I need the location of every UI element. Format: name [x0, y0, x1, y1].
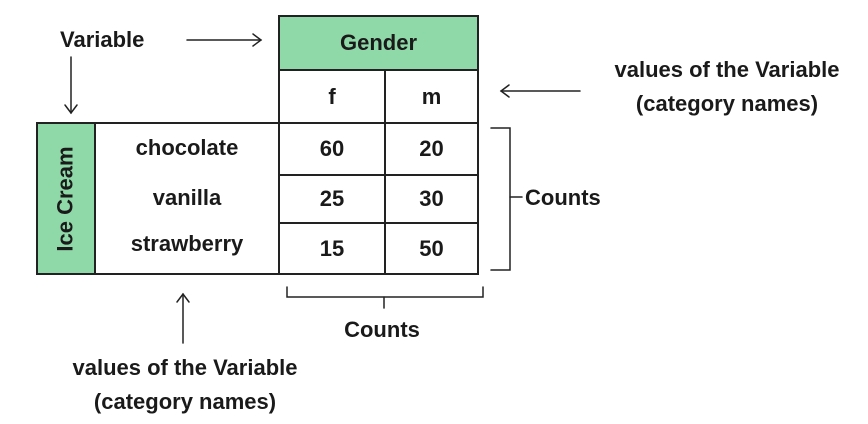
right-bracket-icon — [490, 127, 523, 271]
arrow-right-icon — [186, 33, 263, 47]
row-variable-header: Ice Cream — [36, 122, 96, 275]
count-value: 30 — [419, 186, 444, 211]
values-label-bottom-line1: values of the Variable — [72, 355, 298, 380]
count-cell-strawberry-f: 15 — [278, 222, 386, 275]
variable-label: Variable — [60, 27, 145, 52]
row-name-chocolate: chocolate — [135, 135, 239, 160]
count-value: 15 — [319, 235, 345, 261]
counts-label-right: Counts — [525, 185, 601, 210]
column-header-m: m — [384, 69, 479, 124]
count-cell-vanilla-f: 25 — [278, 174, 386, 224]
count-cell-chocolate-f: 60 — [278, 122, 386, 176]
arrow-left-icon — [499, 84, 581, 98]
count-value: 20 — [419, 136, 444, 161]
values-label-top-line2: (category names) — [635, 91, 819, 116]
count-value: 50 — [419, 235, 444, 261]
count-cell-strawberry-m: 50 — [384, 222, 479, 275]
count-value: 60 — [319, 136, 345, 161]
column-header-label: f — [328, 83, 336, 109]
arrow-down-icon — [64, 56, 78, 115]
count-cell-vanilla-m: 30 — [384, 174, 479, 224]
counts-label-bottom: Counts — [344, 317, 420, 342]
row-name-vanilla: vanilla — [152, 185, 222, 210]
values-label-top-line1: values of the Variable — [614, 57, 840, 82]
row-name-strawberry: strawberry — [130, 231, 244, 256]
count-cell-chocolate-m: 20 — [384, 122, 479, 176]
column-variable-header: Gender — [278, 15, 479, 71]
column-header-label: m — [421, 83, 442, 109]
count-value: 25 — [319, 186, 345, 211]
column-variable-name: Gender — [339, 30, 418, 55]
bottom-bracket-icon — [286, 286, 484, 309]
values-label-bottom-line2: (category names) — [93, 389, 277, 414]
arrow-up-icon — [176, 292, 190, 344]
